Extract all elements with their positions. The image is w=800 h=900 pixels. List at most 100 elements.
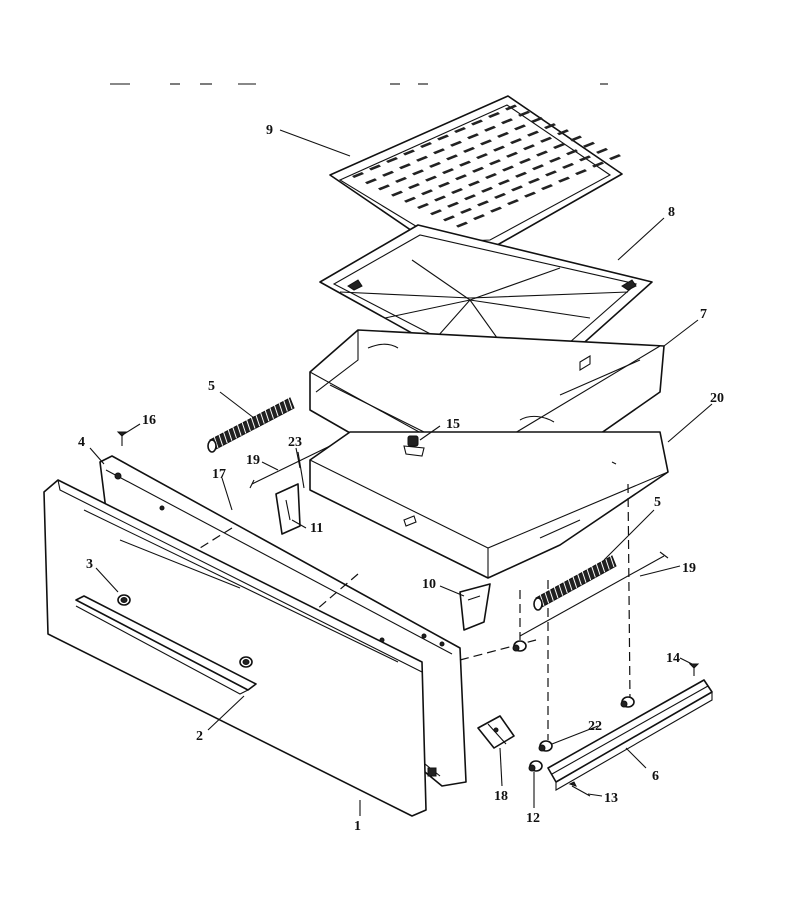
- drawer-front-panel: [43, 479, 427, 817]
- grate-slot: [420, 142, 432, 148]
- grate-slot: [467, 133, 479, 140]
- grate-slot: [515, 171, 527, 178]
- grate-slot: [416, 155, 428, 162]
- spring-left: [207, 396, 295, 453]
- grate-slot: [583, 141, 595, 148]
- grate-slot: [443, 215, 455, 222]
- grate-slot: [531, 116, 543, 123]
- grate-slot: [488, 112, 500, 118]
- grate-slot: [498, 179, 510, 186]
- grate-slot: [464, 194, 476, 201]
- grate-slot: [523, 144, 535, 151]
- callout-17: 17: [212, 467, 226, 482]
- callout-11: 11: [310, 521, 323, 536]
- grate-slot: [430, 209, 442, 216]
- spring-coil: [218, 433, 224, 446]
- grate-slot: [434, 195, 446, 202]
- spring-coil: [567, 578, 573, 591]
- callout-8: 8: [668, 205, 675, 220]
- spring-coil: [590, 565, 596, 578]
- slide-rail: [547, 679, 713, 791]
- callout-7: 7: [700, 307, 707, 322]
- callout-16: 16: [142, 413, 156, 428]
- grate-slot: [519, 158, 531, 164]
- grate-slot: [536, 150, 548, 157]
- callout-14: 14: [666, 651, 680, 666]
- grate-slot: [437, 134, 449, 141]
- spring-coil: [213, 435, 219, 449]
- grate-slot: [514, 124, 526, 131]
- grate-slot: [408, 183, 420, 190]
- handle-screw-left: [117, 594, 131, 606]
- grate-slot: [541, 184, 553, 191]
- spring-coil: [232, 426, 237, 439]
- callout-12: 12: [526, 811, 540, 826]
- spring-coil: [609, 554, 615, 568]
- spring-coil: [282, 399, 288, 412]
- grate-slot: [558, 176, 570, 183]
- leader-lines: [89, 129, 713, 816]
- grate-slot: [553, 143, 565, 149]
- grate-slot: [480, 139, 492, 146]
- grate-slot: [596, 147, 608, 154]
- grate-slot: [417, 203, 429, 209]
- callout-1: 1: [354, 819, 361, 834]
- grate-slot: [421, 189, 433, 196]
- callout-10: 10: [422, 577, 436, 592]
- spring-coil: [241, 421, 247, 434]
- roller-22-b: [538, 740, 553, 752]
- grate-slot: [557, 129, 569, 136]
- grate-slot: [544, 123, 556, 130]
- callout-2: 2: [196, 729, 203, 744]
- spring-coil: [576, 573, 582, 586]
- callout-labels: 9 8 7 5 20 16 15 4 23 19 17 5 11 3 19 10…: [78, 123, 724, 834]
- grate-slot: [459, 160, 471, 167]
- drawer-liner: [309, 431, 669, 579]
- grate-slot: [404, 196, 416, 203]
- spring-coil: [273, 404, 279, 417]
- callout-19-right: 19: [682, 561, 696, 576]
- callout-5-left: 5: [208, 379, 215, 394]
- grate-slot: [484, 125, 496, 132]
- spring-coil: [259, 411, 265, 424]
- grate-slot: [472, 166, 484, 173]
- grate-slot: [592, 161, 604, 168]
- spring-coil: [572, 575, 578, 588]
- callout-22: 22: [588, 719, 602, 734]
- grate-slot: [477, 200, 489, 207]
- grate-slot: [463, 146, 475, 153]
- callout-13: 13: [604, 791, 618, 806]
- spring-coil: [245, 418, 251, 432]
- spring-coil: [222, 430, 228, 444]
- spring-coil: [236, 423, 242, 436]
- callout-18: 18: [494, 789, 508, 804]
- grate-slot: [510, 138, 522, 145]
- grate-slot: [447, 201, 459, 208]
- callout-20: 20: [710, 391, 724, 406]
- grate-slot: [549, 156, 561, 163]
- rod-23: [297, 451, 305, 489]
- callout-19-left: 19: [246, 453, 260, 468]
- grate-slot: [391, 190, 403, 197]
- drawer-handle: [75, 595, 257, 695]
- bushing-12: [528, 760, 543, 772]
- grate-slot: [438, 181, 450, 188]
- grate-slot: [454, 127, 466, 133]
- grate-slot: [473, 214, 485, 221]
- grate-slot: [403, 149, 415, 156]
- grate-slot: [442, 168, 454, 175]
- spring-coil: [539, 593, 545, 607]
- grate-slot: [518, 110, 530, 117]
- grate-slot: [456, 221, 468, 228]
- grate-slot: [545, 170, 557, 177]
- grate-slot: [570, 135, 582, 142]
- grate-slot: [532, 164, 544, 171]
- callout-5-right: 5: [654, 495, 661, 510]
- spring-coil: [278, 401, 284, 415]
- grate-slot: [562, 162, 574, 169]
- grate-slot: [471, 119, 483, 126]
- spring-coil: [269, 406, 274, 419]
- spring-coil: [604, 557, 610, 570]
